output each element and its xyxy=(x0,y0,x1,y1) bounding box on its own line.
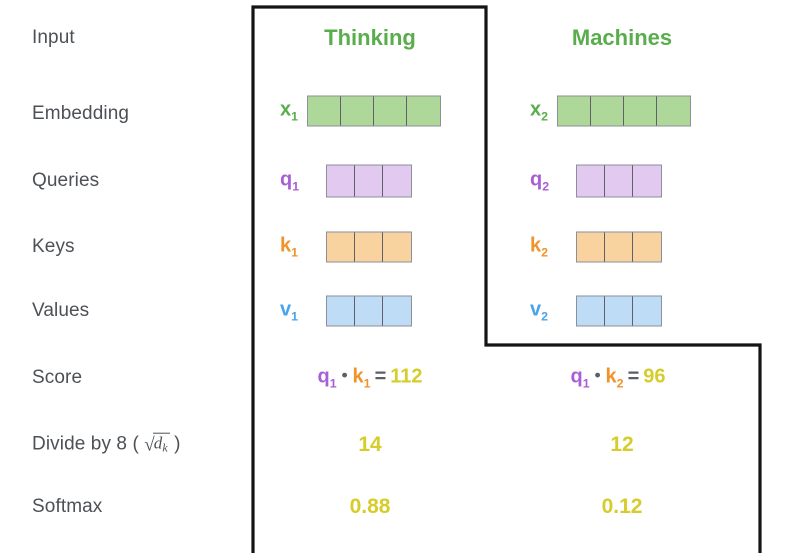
vector-cell xyxy=(327,232,355,262)
key-symbol-k2: k2 xyxy=(530,234,549,260)
vector-cell xyxy=(383,296,411,326)
query-vector-1: q1 xyxy=(280,164,412,198)
row-label-score: Score xyxy=(32,367,83,388)
score-q-2: q1 xyxy=(570,365,590,391)
row-label-softmax: Softmax xyxy=(32,496,103,517)
value-vector-2: v2 xyxy=(530,295,662,327)
embedding-cells-2 xyxy=(557,95,692,127)
vector-cell xyxy=(327,296,355,326)
key-symbol-k1: k1 xyxy=(280,234,299,260)
row-label-divide-by-8: Divide by 8 ( √dk ) xyxy=(32,432,181,457)
value-cells-2 xyxy=(576,295,662,327)
query-symbol-q1: q1 xyxy=(280,168,300,194)
softmax-value-1: 0.88 xyxy=(349,495,391,518)
query-cells-2 xyxy=(576,164,662,198)
value-symbol-v2: v2 xyxy=(530,298,549,324)
vector-cell xyxy=(591,96,625,126)
embedding-cells-1 xyxy=(307,95,442,127)
key-vector-1: k1 xyxy=(280,231,412,263)
vector-cell xyxy=(407,96,441,126)
vector-cell xyxy=(374,96,408,126)
vector-cell xyxy=(605,165,633,197)
softmax-value-2: 0.12 xyxy=(601,495,643,518)
vector-cell xyxy=(341,96,375,126)
embedding-vector-2: x2 xyxy=(530,95,692,127)
query-cells-1 xyxy=(326,164,412,198)
vector-cell xyxy=(558,96,592,126)
embedding-symbol-x2: x2 xyxy=(530,98,549,124)
score-value-1: 112 xyxy=(390,365,423,388)
divide-label-text: Divide by 8 ( xyxy=(32,433,139,455)
row-label-keys: Keys xyxy=(32,236,75,257)
row-label-queries: Queries xyxy=(32,170,100,191)
vector-cell xyxy=(308,96,342,126)
column-word-thinking: Thinking xyxy=(324,25,416,50)
embedding-vector-1: x1 xyxy=(280,95,442,127)
vector-cell xyxy=(605,232,633,262)
vector-cell xyxy=(577,232,605,262)
row-label-embedding: Embedding xyxy=(32,103,130,124)
vector-cell xyxy=(355,296,383,326)
query-vector-2: q2 xyxy=(530,164,662,198)
key-vector-2: k2 xyxy=(530,231,662,263)
vector-cell xyxy=(355,232,383,262)
vector-cell xyxy=(605,296,633,326)
divide-label-closing-paren: ) xyxy=(174,433,181,455)
value-vector-1: v1 xyxy=(280,295,412,327)
score-k-1: k1 xyxy=(352,365,371,391)
dot-product-icon: • xyxy=(341,365,348,385)
query-symbol-q2: q2 xyxy=(530,168,550,194)
embedding-symbol-x1: x1 xyxy=(280,98,299,124)
vector-cell xyxy=(633,232,661,262)
radicand-subscript-k: k xyxy=(162,440,168,455)
radicand-d: d xyxy=(153,433,163,453)
score-expression-2: q1•k2=96 xyxy=(570,366,665,391)
sqrt-dk-formula: √dk xyxy=(139,432,174,457)
row-label-values: Values xyxy=(32,300,90,321)
vector-cell xyxy=(577,296,605,326)
row-label-input: Input xyxy=(32,27,75,48)
score-expression-1: q1•k1=112 xyxy=(317,366,422,391)
radical-sign: √ xyxy=(144,434,155,456)
dot-product-icon: • xyxy=(594,365,601,385)
column-word-machines: Machines xyxy=(571,25,673,50)
equals-sign: = xyxy=(374,365,387,388)
vector-cell xyxy=(577,165,605,197)
equals-sign: = xyxy=(627,365,640,388)
vector-cell xyxy=(355,165,383,197)
divided-score-1: 14 xyxy=(358,433,382,456)
vector-cell xyxy=(383,232,411,262)
radicand: dk xyxy=(152,432,170,456)
divided-score-2: 12 xyxy=(610,433,634,456)
vector-cell xyxy=(383,165,411,197)
vector-cell xyxy=(633,296,661,326)
key-cells-1 xyxy=(326,231,412,263)
score-q-1: q1 xyxy=(317,365,337,391)
score-k-2: k2 xyxy=(605,365,624,391)
value-symbol-v1: v1 xyxy=(280,298,299,324)
vector-cell xyxy=(633,165,661,197)
vector-cell xyxy=(327,165,355,197)
value-cells-1 xyxy=(326,295,412,327)
vector-cell xyxy=(657,96,691,126)
key-cells-2 xyxy=(576,231,662,263)
score-value-2: 96 xyxy=(643,365,666,388)
vector-cell xyxy=(624,96,658,126)
